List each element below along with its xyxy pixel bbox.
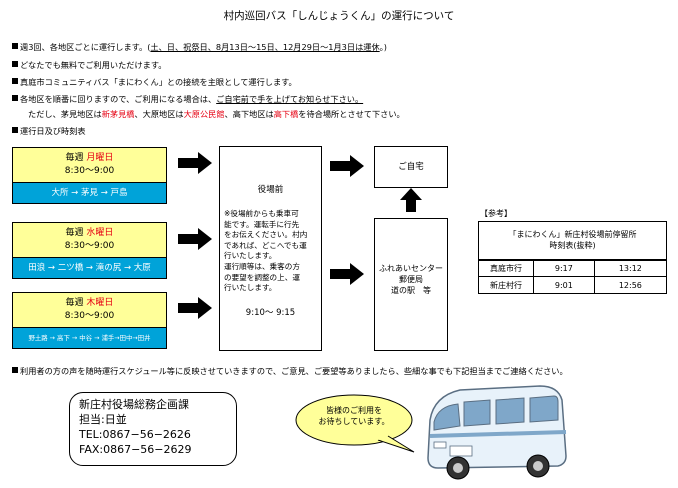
- note-feedback: 利用者の方の声を随時運行スケジュール等に反映させていきますので、ご意見、ご要望等…: [12, 366, 568, 377]
- center-box: ふれあいセンター 郵便局 道の駅 等: [374, 218, 448, 351]
- arrow-right-icon: [178, 228, 212, 250]
- contact-box: 新庄村役場総務企画課 担当:日並 TEL:0867−56−2626 FAX:08…: [69, 392, 237, 466]
- note-raise-hand: 各地区を順番に回りますので、ご利用になる場合は、ご自宅前で手を上げてお知らせ下さ…: [12, 94, 363, 105]
- office-box: 役場前 ※役場前からも乗車可 能です。運転手に行先 をお伝えください。村内 であ…: [219, 146, 322, 351]
- contact-person: 担当:日並: [79, 413, 127, 426]
- arrow-right-icon: [330, 155, 364, 177]
- contact-tel: TEL:0867−56−2626: [79, 428, 191, 441]
- table-row: 真庭市行 9:17 13:12: [478, 259, 668, 277]
- reference-caption: 「まにわくん」新庄村役場前停留所 時刻表(抜粋): [478, 221, 667, 261]
- route-thursday: 野土路 → 高下 → 中谷 → 浦手→田中→田井: [12, 327, 167, 349]
- office-time: 9:10〜 9:15: [245, 307, 296, 318]
- note-waiting-places: ただし、茅見地区は新茅見橋、大原地区は大原公民館、高下地区は高下橋を待合場所とさ…: [28, 109, 405, 119]
- note-timetable-heading: 運行日及び時刻表: [12, 126, 86, 137]
- table-row: 新庄村行 9:01 12:56: [478, 276, 668, 294]
- home-box: ご自宅: [374, 146, 448, 188]
- day-card-wednesday: 毎週 水曜日 8:30〜9:00: [12, 222, 167, 258]
- speech-bubble: [295, 394, 415, 453]
- arrow-right-icon: [330, 263, 364, 285]
- office-heading: 役場前: [257, 185, 284, 195]
- day-card-monday: 毎週 月曜日 8:30〜9:00: [12, 147, 167, 183]
- note-free: どなたでも無料でご利用いただけます。: [12, 60, 166, 71]
- bubble-text: 皆様のご利用を お待ちしています。: [318, 406, 390, 426]
- arrow-up-icon: [400, 188, 422, 212]
- arrow-right-icon: [178, 152, 212, 174]
- contact-dept: 新庄村役場総務企画課: [79, 398, 189, 411]
- contact-fax: FAX:0867−56−2629: [79, 443, 192, 456]
- note-schedule: 週3回、各地区ごとに運行します。(土、日、祝祭日、8月13日〜15日、12月29…: [12, 42, 387, 53]
- page-title: 村内巡回バス「しんじょうくん」の運行について: [223, 10, 455, 22]
- reference-timetable: 真庭市行 9:17 13:12 新庄村行 9:01 12:56: [478, 259, 668, 294]
- route-wednesday: 田浪 → 二ツ橋 → 滝の尻 → 大原: [12, 257, 167, 279]
- day-card-thursday: 毎週 木曜日 8:30〜9:00: [12, 292, 167, 328]
- route-monday: 大所 → 茅見 → 戸島: [12, 182, 167, 204]
- arrow-right-icon: [178, 297, 212, 319]
- bus-illustration: [427, 385, 567, 480]
- reference-label: 【参考】: [480, 209, 512, 218]
- office-notes: ※役場前からも乗車可 能です。運転手に行先 をお伝えください。村内 であれば、ど…: [224, 209, 308, 293]
- note-connection: 真庭市コミュニティバス「まにわくん」との接続を主眼として運行します。: [12, 77, 297, 88]
